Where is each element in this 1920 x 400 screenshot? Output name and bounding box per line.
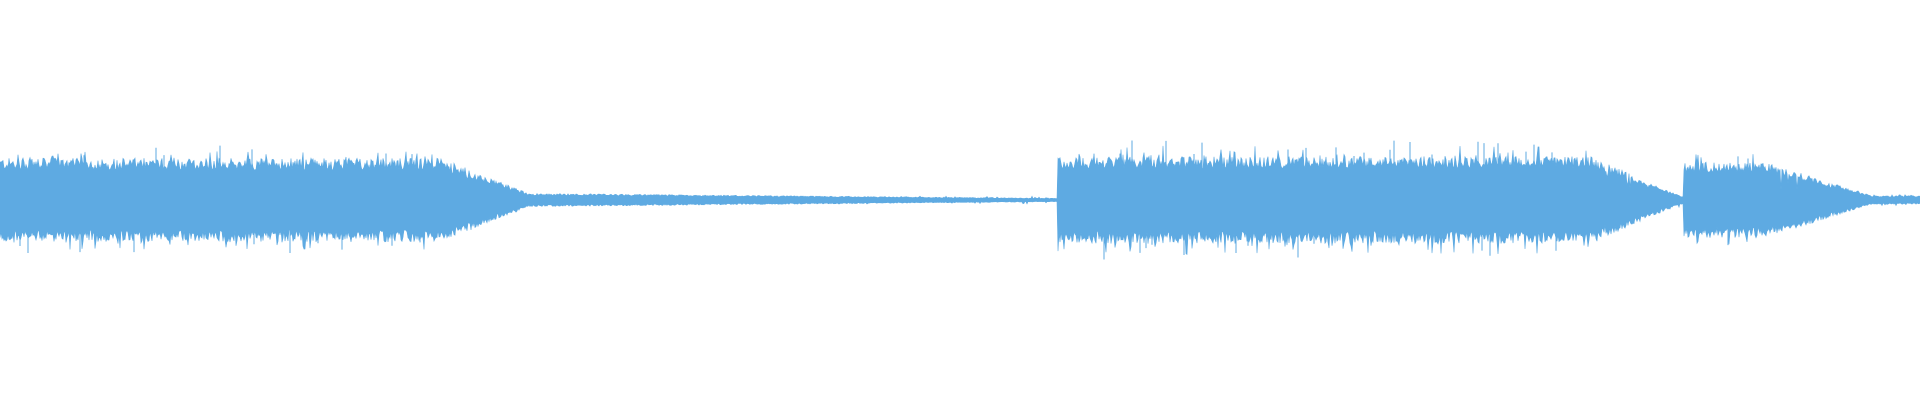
waveform-envelope [0,145,1920,255]
waveform-bars [0,140,1920,260]
